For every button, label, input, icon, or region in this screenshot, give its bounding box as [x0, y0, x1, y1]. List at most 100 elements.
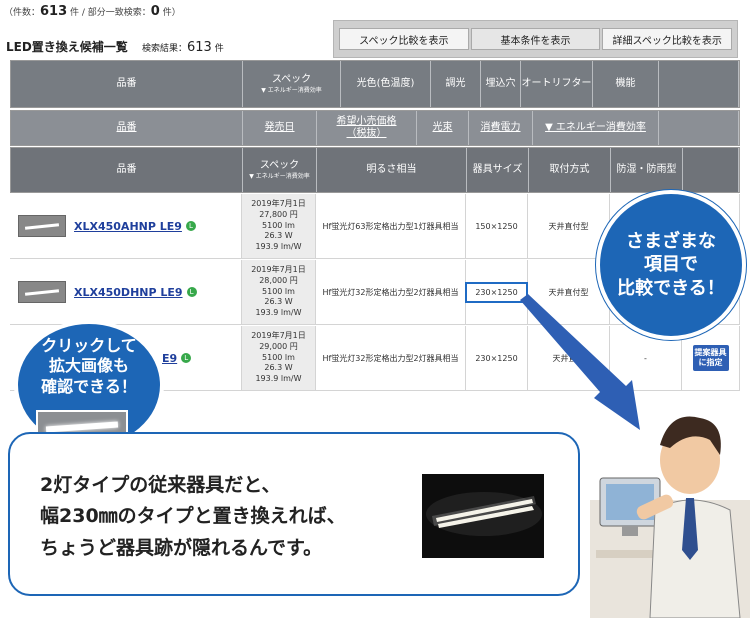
action-cell: 提案器具に指定	[682, 326, 740, 390]
result-count: 613	[187, 40, 212, 55]
col-light-color[interactable]: 光色(色温度)	[341, 61, 431, 107]
spec-cell: 2019年7月1日 28,000 円 5100 lm 26.3 W 193.9 …	[242, 260, 316, 324]
col-part-number[interactable]: 品番	[11, 61, 243, 107]
spec-lumen: 5100 lm	[262, 220, 295, 230]
list-title: LED置き換え候補一覧 検索結果：613 件	[6, 38, 224, 55]
col3-part-number[interactable]: 品番	[11, 148, 243, 192]
mount-cell: 天井直付	[528, 326, 610, 390]
spec-price: 28,000 円	[259, 275, 298, 285]
product-link[interactable]: XLX450DHNP LE9	[74, 285, 183, 299]
spec-cell: 2019年7月1日 27,800 円 5100 lm 26.3 W 193.9 …	[242, 194, 316, 258]
spec-date: 2019年7月1日	[251, 331, 306, 340]
col-empty	[659, 61, 739, 107]
spec-price: 29,000 円	[259, 341, 298, 351]
col2-efficiency[interactable]: ▼ エネルギー消費効率	[533, 111, 659, 145]
product-thumbnail[interactable]	[18, 281, 66, 303]
col-dimming[interactable]: 調光	[431, 61, 481, 107]
partial-count: 0	[150, 4, 160, 19]
table-header-basic: 品番 スペック▼ エネルギー消費効率 光色(色温度) 調光 埋込穴 オートリフタ…	[10, 60, 740, 108]
table-header-detail: 品番 スペック▼ エネルギー消費効率 明るさ相当 器具サイズ 取付方式 防湿・防…	[10, 147, 740, 193]
led-badge-icon: L	[181, 353, 192, 363]
tab-detail-spec-compare[interactable]: 詳細スペック比較を表示	[602, 28, 733, 50]
callout-left-line1: クリックして	[41, 336, 137, 355]
col-spec-sort: ▼ エネルギー消費効率	[261, 86, 322, 94]
count-unit2: 件）	[162, 8, 181, 18]
product-link[interactable]: E9	[162, 351, 178, 365]
result-counts: （件数：613 件 / 部分一致検索：0 件）	[4, 4, 181, 19]
list-title-text: LED置き換え候補一覧	[6, 40, 128, 54]
tab-spec-compare[interactable]: スペック比較を表示	[339, 28, 469, 50]
col-auto-lifter[interactable]: オートリフター	[521, 61, 593, 107]
col2-power[interactable]: 消費電力	[469, 111, 533, 145]
col3-waterproof[interactable]: 防湿・防雨型	[611, 148, 683, 192]
led-badge-icon: L	[186, 287, 197, 297]
size-cell: 230×1250	[465, 260, 528, 324]
col3-brightness[interactable]: 明るさ相当	[317, 148, 467, 192]
col2-lumen[interactable]: 光束	[417, 111, 469, 145]
product-link[interactable]: XLX450AHNP LE9	[74, 219, 182, 233]
count-prefix: （件数：	[4, 8, 41, 18]
man-at-computer-illustration	[590, 416, 750, 618]
spec-watt: 26.3 W	[264, 363, 293, 373]
speech-text: 2灯タイプの従来器具だと、 幅230㎜のタイプと置き換えれば、 ちょうど器具跡が…	[40, 470, 346, 564]
spec-watt: 26.3 W	[264, 297, 293, 307]
col2-price[interactable]: 希望小売価格（税抜）	[317, 111, 417, 145]
tab-basic-conditions[interactable]: 基本条件を表示	[470, 28, 601, 50]
callout-left-line3: 確認できる！	[41, 376, 137, 396]
spec-price: 27,800 円	[259, 209, 298, 219]
size-cell: 150×1250	[466, 194, 528, 258]
spec-watt: 26.3 W	[264, 231, 293, 241]
callout-right-line1: さまざまな	[625, 231, 716, 253]
callout-right-line2: 項目で	[643, 254, 698, 276]
col2-price-tax: （税抜）	[346, 128, 387, 139]
size-cell: 230×1250	[466, 326, 528, 390]
col3-spec-sort: ▼ エネルギー消費効率	[249, 172, 310, 180]
spec-eff: 193.9 lm/W	[255, 308, 302, 318]
col3-spec-label: スペック	[259, 160, 300, 171]
propose-fixture-button[interactable]: 提案器具に指定	[692, 345, 729, 371]
speech-line3: ちょうど器具跡が隠れるんです。	[40, 536, 323, 559]
col2-price-label: 希望小売価格	[336, 115, 397, 127]
result-label: 検索結果：	[142, 44, 188, 54]
col3-spec[interactable]: スペック▼ エネルギー消費効率	[243, 148, 317, 192]
col-function[interactable]: 機能	[593, 61, 659, 107]
led-badge-icon: L	[185, 221, 196, 231]
callout-right-line3: 比較できる！	[617, 277, 725, 299]
callout-left-line2: 拡大画像も	[48, 356, 129, 376]
spec-cell: 2019年7月1日 29,000 円 5100 lm 26.3 W 193.9 …	[242, 326, 316, 390]
result-unit: 件	[214, 44, 224, 54]
spec-lumen: 5100 lm	[262, 352, 295, 362]
spec-eff: 193.9 lm/W	[255, 242, 302, 252]
brightness-cell: Hf蛍光灯32形定格出力型2灯器具相当	[316, 326, 466, 390]
spec-date: 2019年7月1日	[251, 199, 306, 208]
col-spec[interactable]: スペック▼ エネルギー消費効率	[243, 61, 341, 107]
col2-release-date[interactable]: 発売日	[243, 111, 317, 145]
product-thumbnail[interactable]	[18, 215, 66, 237]
speech-line1: 2灯タイプの従来器具だと、	[40, 474, 281, 496]
compare-callout: さまざまな 項目で 比較できる！	[596, 190, 746, 340]
spec-date: 2019年7月1日	[251, 265, 306, 274]
col3-empty	[683, 148, 739, 192]
twin-fixture-photo	[422, 474, 544, 558]
view-tabs: スペック比較を表示 基本条件を表示 詳細スペック比較を表示	[333, 20, 738, 58]
speech-line2: 幅230㎜のタイプと置き換えれば、	[40, 505, 346, 528]
brightness-cell: Hf蛍光灯63形定格出力型1灯器具相当	[316, 194, 466, 258]
col-spec-label: スペック	[271, 74, 312, 85]
col-cutout[interactable]: 埋込穴	[481, 61, 521, 107]
col2-part-number[interactable]: 品番	[11, 111, 243, 145]
size-highlight: 230×1250	[465, 281, 528, 303]
col2-empty	[659, 111, 739, 145]
count-unit: 件 / 部分一致検索：	[70, 8, 151, 18]
total-count: 613	[40, 4, 68, 19]
search-result: 検索結果：613 件	[142, 40, 224, 55]
table-header-price: 品番 発売日 希望小売価格（税抜） 光束 消費電力 ▼ エネルギー消費効率	[10, 110, 740, 146]
spec-lumen: 5100 lm	[262, 286, 295, 296]
action-cell	[682, 194, 740, 258]
spec-eff: 193.9 lm/W	[255, 374, 302, 384]
col3-mount[interactable]: 取付方式	[529, 148, 611, 192]
col3-size[interactable]: 器具サイズ	[467, 148, 529, 192]
